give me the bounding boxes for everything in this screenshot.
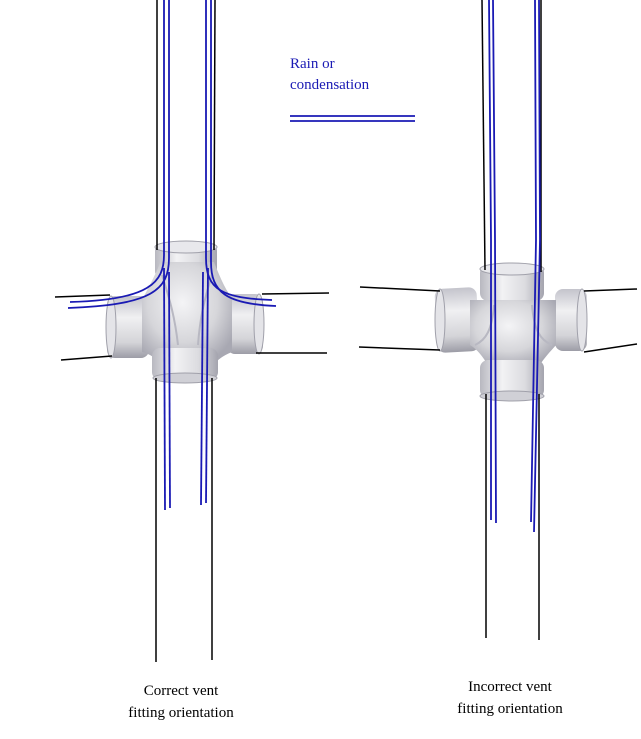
incorrect-fitting-group <box>358 0 638 640</box>
correct-water-lines <box>67 0 277 511</box>
caption-incorrect-line2: fitting orientation <box>457 701 563 717</box>
legend-label-line2: condensation <box>290 77 370 93</box>
legend-swatch <box>290 115 415 122</box>
caption-correct-line1: Correct vent <box>143 683 219 699</box>
incorrect-pipe-outlines <box>358 0 638 640</box>
legend-label: Rain or condensation <box>290 54 430 96</box>
caption-correct: Correct vent fitting orientation <box>81 680 281 724</box>
incorrect-fitting <box>434 262 588 402</box>
legend-label-line1: Rain or <box>290 56 335 72</box>
correct-pipe-outlines <box>54 0 330 662</box>
correct-fitting-group <box>54 0 330 662</box>
incorrect-water-lines <box>488 0 541 533</box>
correct-fitting <box>105 240 265 384</box>
caption-incorrect-line1: Incorrect vent <box>468 679 552 695</box>
caption-correct-line2: fitting orientation <box>128 705 234 721</box>
caption-incorrect: Incorrect vent fitting orientation <box>410 676 610 720</box>
